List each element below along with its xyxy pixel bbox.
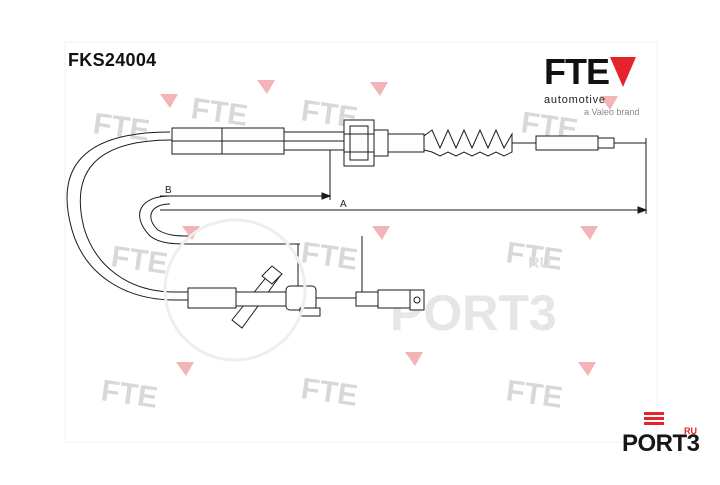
watermark-fte: FTE	[504, 374, 565, 415]
lower-nut	[285, 285, 317, 311]
piston-icon	[644, 412, 664, 425]
cable-sheath	[66, 131, 250, 301]
spacer	[373, 129, 389, 157]
watermark-fte: FTE	[189, 92, 250, 133]
inner-wire-loop	[139, 195, 330, 245]
lower-tube	[235, 291, 287, 307]
dust-boot	[423, 128, 513, 157]
dimension-a-label: A	[340, 199, 347, 210]
bracket-cap	[261, 265, 283, 285]
lower-eyelet-body	[377, 289, 411, 309]
watermark-triangle	[182, 226, 200, 240]
part-number: FKS24004	[68, 50, 157, 70]
watermark-triangle	[578, 362, 596, 376]
port3-suffix: RU	[684, 426, 697, 436]
brand-triangle-icon	[610, 57, 636, 87]
brand-subtitle: a Valeo brand	[584, 107, 640, 117]
watermark-triangle	[370, 82, 388, 96]
watermark-fte: FTE	[109, 240, 170, 281]
watermark-triangle	[580, 226, 598, 240]
watermark-fte: FTE	[504, 236, 565, 277]
ferrule-right	[535, 135, 599, 151]
watermark-triangle	[176, 362, 194, 376]
lower-fittings	[187, 265, 425, 329]
watermark-fte: FTE	[91, 107, 152, 148]
threaded-tube	[387, 133, 425, 153]
lower-ferrule	[355, 291, 379, 307]
lock-nut-inner	[349, 125, 369, 161]
right-end-fitting	[512, 135, 647, 214]
clevis	[597, 137, 615, 149]
watermark-port3-suffix: RU	[528, 255, 551, 272]
dimension-lines	[160, 150, 648, 300]
port3-word: PORT3	[622, 430, 700, 457]
watermark-fte: FTE	[99, 374, 160, 415]
brand-logo: FTE automotive a Valeo brand	[544, 51, 644, 118]
watermark-row-1: FTE FTE FTE FTE	[91, 80, 618, 148]
watermark-triangle	[405, 352, 423, 366]
watermark-ring	[163, 218, 307, 362]
watermark-triangle	[600, 96, 618, 110]
watermark-triangle	[160, 94, 178, 108]
brand-name: FTE	[544, 51, 610, 92]
watermark-triangle	[257, 80, 275, 94]
watermark-row-3: FTE FTE FTE	[99, 352, 596, 415]
lower-sleeve	[187, 287, 237, 309]
lower-eyelet-hole	[413, 296, 421, 304]
port3-logo: PORT3 RU	[622, 412, 702, 462]
watermark-fte: FTE	[299, 372, 360, 413]
watermark-triangle	[372, 226, 390, 240]
lower-washer	[299, 307, 321, 317]
dimension-b-label: B	[165, 185, 172, 196]
upper-fittings	[171, 119, 425, 167]
brand-tagline: automotive	[544, 94, 606, 106]
watermark-fte: FTE	[299, 236, 360, 277]
